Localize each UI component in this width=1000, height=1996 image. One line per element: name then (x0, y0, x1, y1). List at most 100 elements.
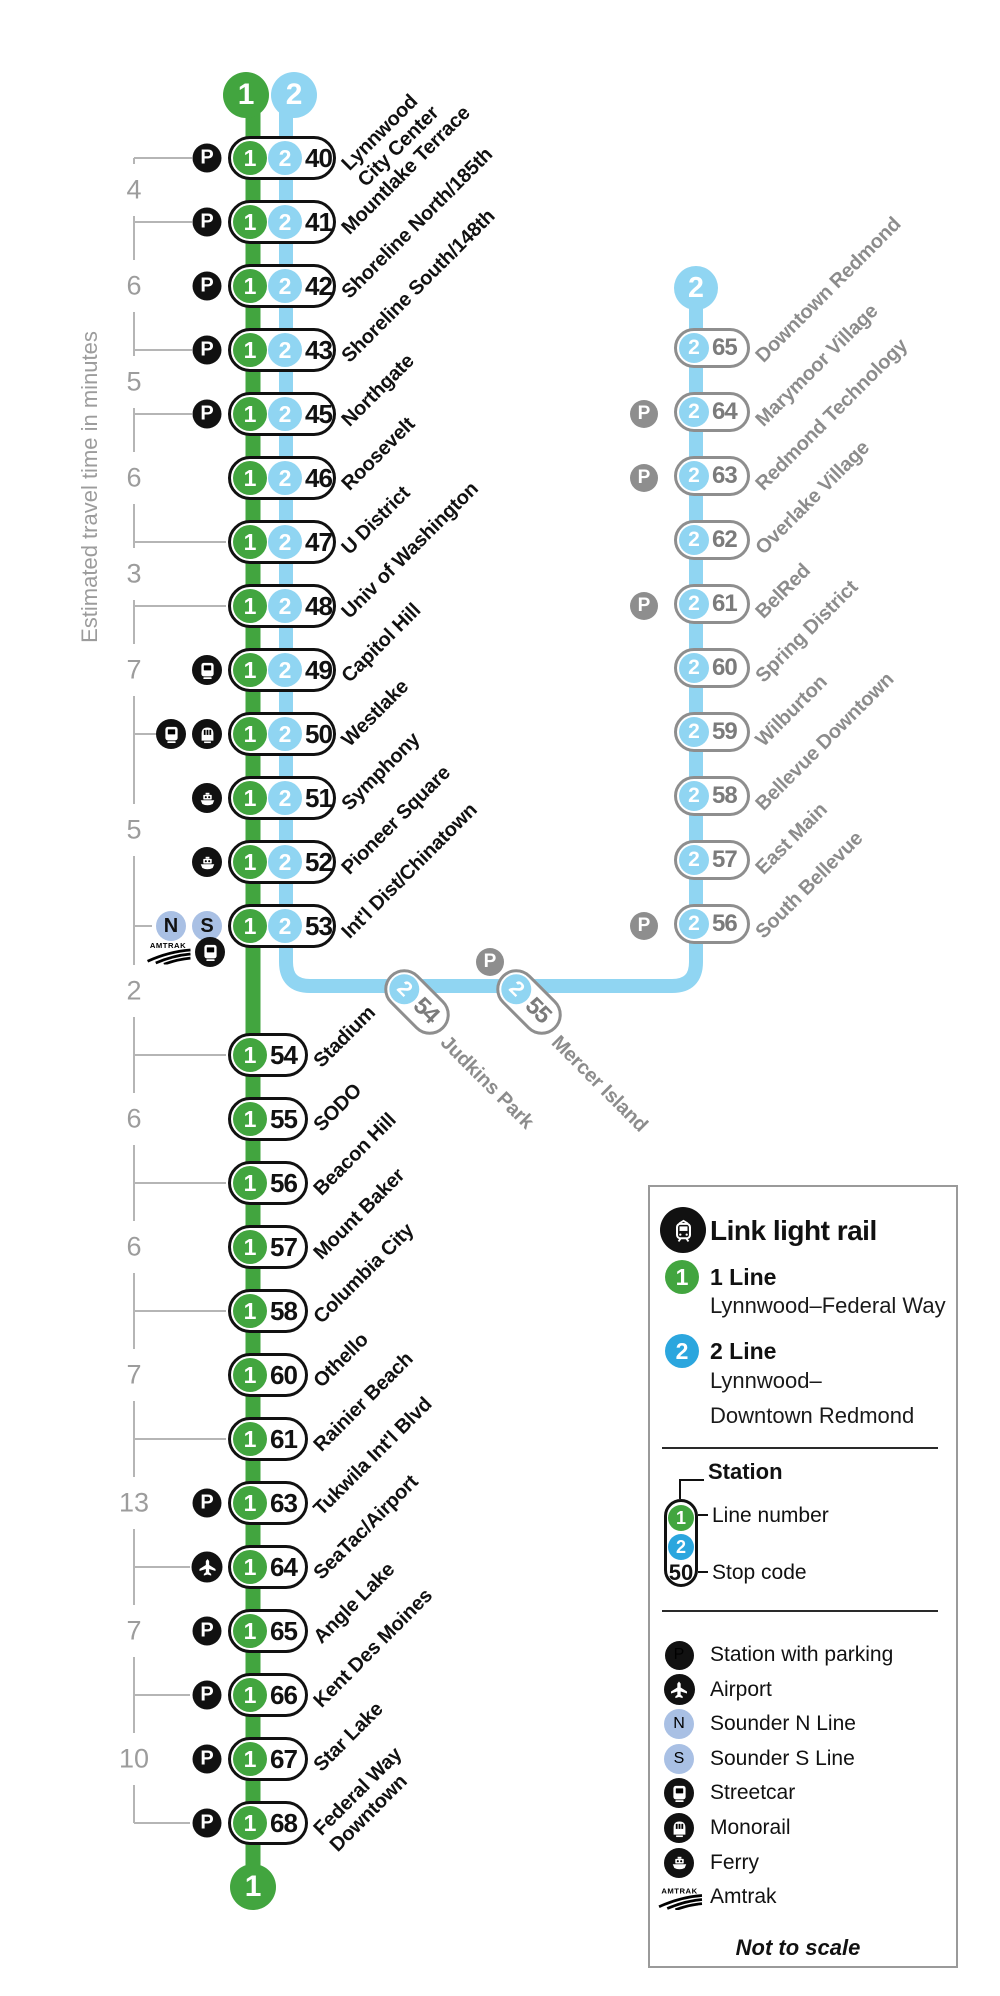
legend-line1-name: 1 Line (710, 1264, 777, 1290)
travel-bracket-line (133, 1401, 135, 1439)
svg-text:AMTRAK: AMTRAK (150, 941, 186, 950)
travel-time-minutes: 3 (126, 558, 142, 589)
parking-icon: P (192, 399, 222, 429)
legend-symbol-icon-wrap: N (662, 1709, 696, 1740)
travel-time-axis-label: Estimated travel time in minutes (77, 331, 102, 643)
travel-bracket-line (133, 350, 135, 356)
ferry-icon (192, 783, 222, 813)
line2-badge: 2 (679, 525, 709, 555)
station-example-title: Station (708, 1459, 783, 1484)
travel-time-minutes: 5 (126, 814, 142, 845)
stop-code: 42 (305, 270, 333, 301)
travel-bracket-tick (134, 605, 226, 607)
line2-badge: 2 (268, 525, 302, 559)
travel-time-minutes: 6 (126, 270, 142, 301)
travel-bracket-line (133, 1016, 135, 1055)
stop-code: 60 (270, 1359, 298, 1390)
streetcar-icon (192, 655, 222, 685)
not-to-scale-note: Not to scale (735, 1935, 861, 1960)
travel-time-minutes: 6 (126, 1231, 142, 1262)
stop-code: 48 (305, 590, 333, 621)
stop-code: 65 (712, 334, 738, 361)
line1-bullet: 1 (668, 1505, 694, 1531)
travel-bracket-tick (134, 221, 192, 223)
travel-bracket-tick (134, 733, 158, 735)
travel-bracket-line (133, 926, 135, 965)
legend-line2-name: 2 Line (710, 1338, 777, 1364)
travel-bracket-tick (134, 157, 192, 159)
stop-code: 51 (305, 782, 333, 813)
travel-bracket-line (133, 856, 135, 926)
sounder-n-icon: N (664, 1709, 694, 1740)
travel-bracket-tick (134, 1182, 226, 1184)
line1-badge: 1 (233, 1294, 267, 1328)
legend-symbol-label: Ferry (710, 1850, 759, 1874)
line2-badge: 2 (679, 909, 709, 939)
parking-icon: P (192, 143, 222, 173)
line1-badge: 1 (233, 781, 267, 815)
stop-code: 57 (270, 1231, 298, 1262)
travel-bracket-tick (134, 1054, 226, 1056)
travel-bracket-line (133, 1145, 135, 1183)
stop-code: 56 (712, 910, 738, 937)
stop-code: 67 (270, 1743, 298, 1774)
stop-code: 45 (305, 398, 333, 429)
legend-symbol-label: Sounder N Line (710, 1712, 856, 1736)
travel-time-minutes: 6 (126, 462, 142, 493)
line1-badge: 1 (233, 1166, 267, 1200)
line2-badge: 2 (268, 397, 302, 431)
line2-badge: 2 (268, 333, 302, 367)
line1-badge: 1 (233, 1806, 267, 1840)
legend-symbol-icon-wrap: AMTRAK (657, 1885, 702, 1910)
stop-code: 61 (270, 1423, 298, 1454)
travel-time-minutes: 7 (126, 1359, 142, 1390)
line2-badge: 2 (268, 205, 302, 239)
line2-badge: 2 (268, 269, 302, 303)
travel-bracket-line (133, 734, 135, 804)
stop-code: 49 (305, 654, 333, 685)
stop-code: 40 (305, 142, 333, 173)
line1-badge: 1 (233, 1742, 267, 1776)
legend-symbol-icon-wrap (662, 1778, 696, 1809)
line1-bullet: 1 (665, 1260, 699, 1294)
parking-icon: P (192, 207, 222, 237)
parking-icon: P (192, 1808, 222, 1838)
travel-bracket-tick (134, 1694, 190, 1696)
legend-title: Link light rail (710, 1215, 877, 1246)
amtrak-icon: AMTRAK (656, 1885, 703, 1910)
legend-divider-top (662, 1447, 938, 1449)
line2-bullet: 2 (665, 1334, 699, 1368)
line1-badge: 1 (233, 525, 267, 559)
line2-badge: 2 (268, 781, 302, 815)
travel-bracket-tick (134, 413, 192, 415)
stop-code: 59 (712, 718, 738, 745)
parking-icon: P (192, 271, 222, 301)
line1-badge: 1 (233, 589, 267, 623)
parking-icon: P (192, 1744, 222, 1774)
stop-code-example: 50 (668, 1560, 694, 1585)
line-number-label: Line number (712, 1504, 829, 1527)
line1-badge: 1 (233, 269, 267, 303)
travel-time-minutes: 7 (126, 1615, 142, 1646)
travel-bracket-line (133, 606, 135, 644)
line2-badge: 2 (679, 653, 709, 683)
airport-icon (191, 1551, 223, 1583)
line2-badge: 2 (268, 717, 302, 751)
legend-symbol-row: Ferry (662, 1847, 942, 1879)
stop-code: 43 (305, 334, 333, 365)
legend-symbol-label: Monorail (710, 1816, 791, 1839)
